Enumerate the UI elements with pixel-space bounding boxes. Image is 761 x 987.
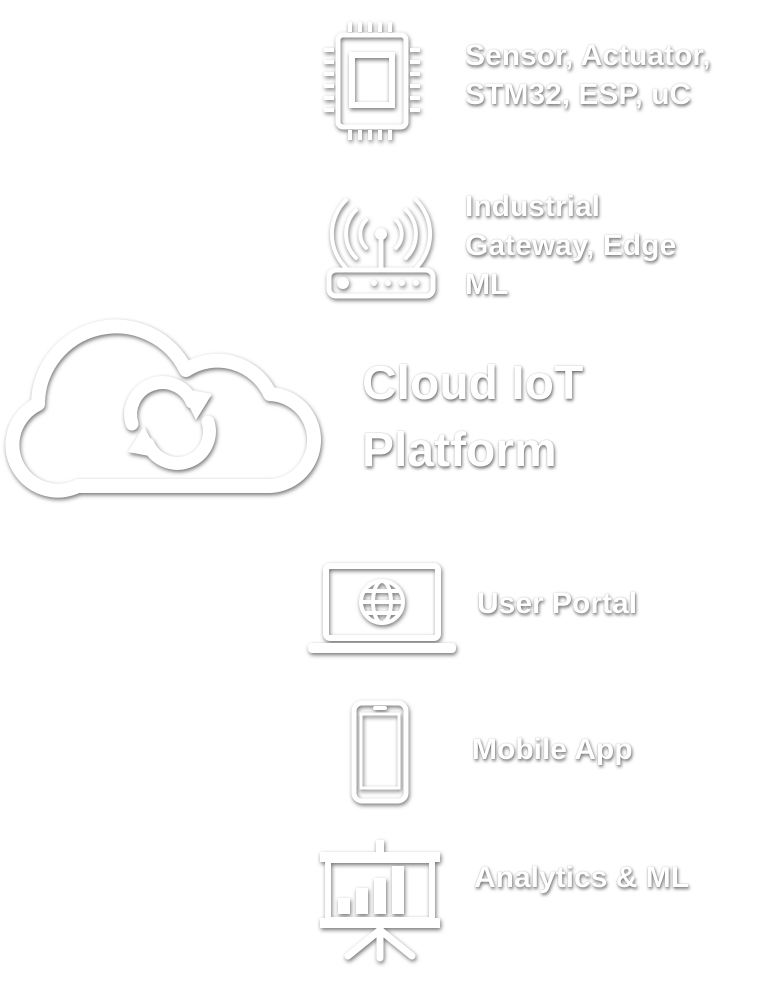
presentation-chart-icon xyxy=(320,840,440,962)
microchip-icon xyxy=(320,20,424,142)
mobile-label: Mobile App xyxy=(472,733,633,766)
wireless-router-icon xyxy=(326,190,436,302)
cloud-sync-icon xyxy=(5,312,321,498)
gateway-label: Industrial Gateway, Edge ML xyxy=(465,190,677,301)
cloud-label: Cloud IoT Platform xyxy=(362,357,584,478)
analytics-label: Analytics & ML xyxy=(474,861,690,894)
laptop-globe-icon xyxy=(308,563,456,657)
smartphone-icon xyxy=(351,700,409,804)
portal-label: User Portal xyxy=(477,587,638,620)
device-label: Sensor, Actuator, STM32, ESP, uC xyxy=(465,39,711,111)
